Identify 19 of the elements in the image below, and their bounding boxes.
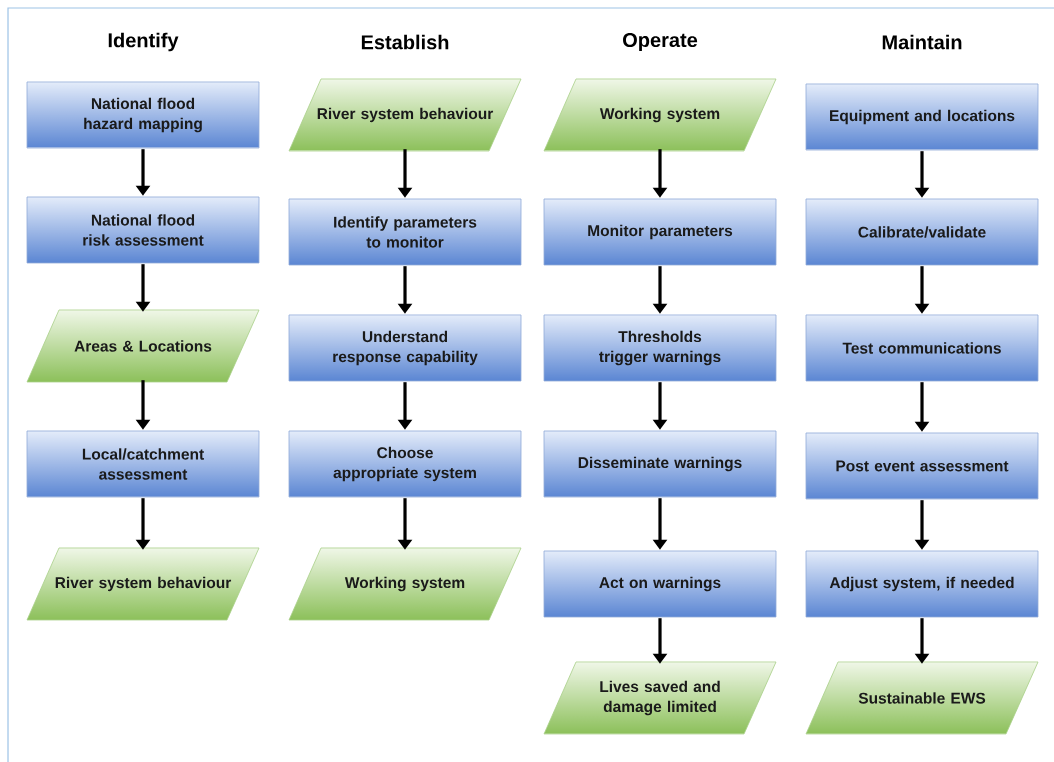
process-box: Act on warnings — [543, 550, 777, 618]
process-box: Test communications — [805, 314, 1039, 382]
column-heading: Operate — [623, 32, 698, 52]
process-box: Monitor parameters — [543, 198, 777, 266]
column-heading: Identify — [108, 32, 179, 52]
process-box: Equipment and locations — [805, 83, 1039, 151]
process-box: Adjust system, if needed — [805, 550, 1039, 618]
process-box: Post event assessment — [805, 432, 1039, 500]
process-box: Identify parameters to monitor — [288, 198, 522, 266]
process-box: Understand response capability — [288, 314, 522, 382]
process-box: Disseminate warnings — [543, 430, 777, 498]
process-box: Local/catchment assessment — [26, 430, 260, 498]
process-box: National flood risk assessment — [26, 196, 260, 264]
process-box: Calibrate/validate — [805, 198, 1039, 266]
process-box: Thresholds trigger warnings — [543, 314, 777, 382]
process-box: National flood hazard mapping — [26, 81, 260, 149]
column-heading: Establish — [361, 34, 449, 50]
column-heading: Maintain — [882, 34, 962, 50]
process-box: Choose appropriate system — [288, 430, 522, 498]
